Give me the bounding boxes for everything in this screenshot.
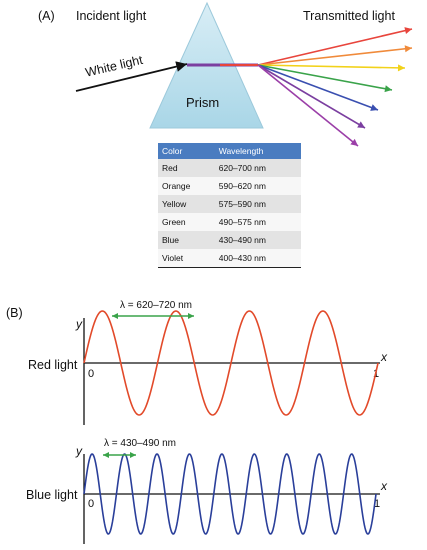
blue-origin-label: 0 bbox=[88, 498, 95, 510]
blue-wave-curve bbox=[83, 453, 377, 535]
red-x-axis-label: x bbox=[381, 350, 387, 364]
red-wave-curve bbox=[83, 310, 379, 416]
orange-ray bbox=[257, 47, 413, 66]
wavelength-cell: 620–700 nm bbox=[214, 159, 301, 177]
orange-ray-arrowhead bbox=[404, 45, 412, 53]
blue-wavelength-label: λ = 430–490 nm bbox=[104, 438, 176, 449]
blue-ray-arrowhead bbox=[370, 104, 378, 111]
red-y-axis-label: y bbox=[76, 317, 82, 331]
color-cell: Yellow bbox=[158, 195, 215, 213]
red-marker-arrow-right bbox=[188, 313, 194, 319]
green-ray bbox=[257, 64, 393, 91]
color-cell: Green bbox=[158, 213, 215, 231]
prism-label: Prism bbox=[186, 95, 220, 110]
wavelength-cell: 490–575 nm bbox=[214, 213, 301, 231]
panel-b-label: (B) bbox=[6, 306, 23, 320]
table-header-wavelength: Wavelength bbox=[214, 143, 301, 159]
indigo-ray bbox=[257, 64, 366, 129]
red-wave-plot bbox=[83, 310, 380, 425]
blue-light-label: Blue light bbox=[26, 488, 78, 502]
wavelength-cell: 430–490 nm bbox=[214, 231, 301, 249]
panel-a-label: (A) bbox=[38, 9, 55, 23]
red-ray bbox=[257, 28, 413, 66]
red-ray-arrowhead bbox=[404, 27, 412, 35]
white-light-ray bbox=[75, 61, 188, 92]
red-wavelength-label: λ = 620–720 nm bbox=[120, 300, 192, 311]
wavelength-cell: 575–590 nm bbox=[214, 195, 301, 213]
blue-ray bbox=[257, 64, 379, 111]
blue-x-axis-label: x bbox=[381, 479, 387, 493]
yellow-ray-arrowhead bbox=[397, 64, 405, 72]
color-cell: Orange bbox=[158, 177, 215, 195]
violet-ray bbox=[257, 64, 359, 147]
red-light-label: Red light bbox=[28, 358, 78, 372]
wavelength-cell: 590–620 nm bbox=[214, 177, 301, 195]
wavelength-cell: 400–430 nm bbox=[214, 249, 301, 268]
violet-ray-arrowhead bbox=[350, 138, 358, 146]
color-cell: Red bbox=[158, 159, 215, 177]
red-origin-label: 0 bbox=[88, 368, 95, 380]
blue-wave-plot bbox=[83, 452, 380, 544]
indigo-ray-arrowhead bbox=[357, 121, 365, 128]
yellow-ray bbox=[257, 64, 406, 69]
transmitted-light-label: Transmitted light bbox=[303, 9, 395, 23]
red-marker-arrow-left bbox=[112, 313, 118, 319]
color-cell: Blue bbox=[158, 231, 215, 249]
table-header-color: Color bbox=[158, 143, 215, 159]
prism-diagram bbox=[75, 1, 413, 147]
blue-marker-arrow-left bbox=[103, 452, 109, 458]
green-ray-arrowhead bbox=[384, 85, 392, 93]
blue-marker-arrow-right bbox=[130, 452, 136, 458]
blue-y-axis-label: y bbox=[76, 444, 82, 458]
transmitted-rays bbox=[257, 27, 413, 147]
color-cell: Violet bbox=[158, 249, 215, 268]
incident-light-label: Incident light bbox=[76, 9, 147, 23]
blue-x-end-label: 1 bbox=[374, 498, 381, 510]
